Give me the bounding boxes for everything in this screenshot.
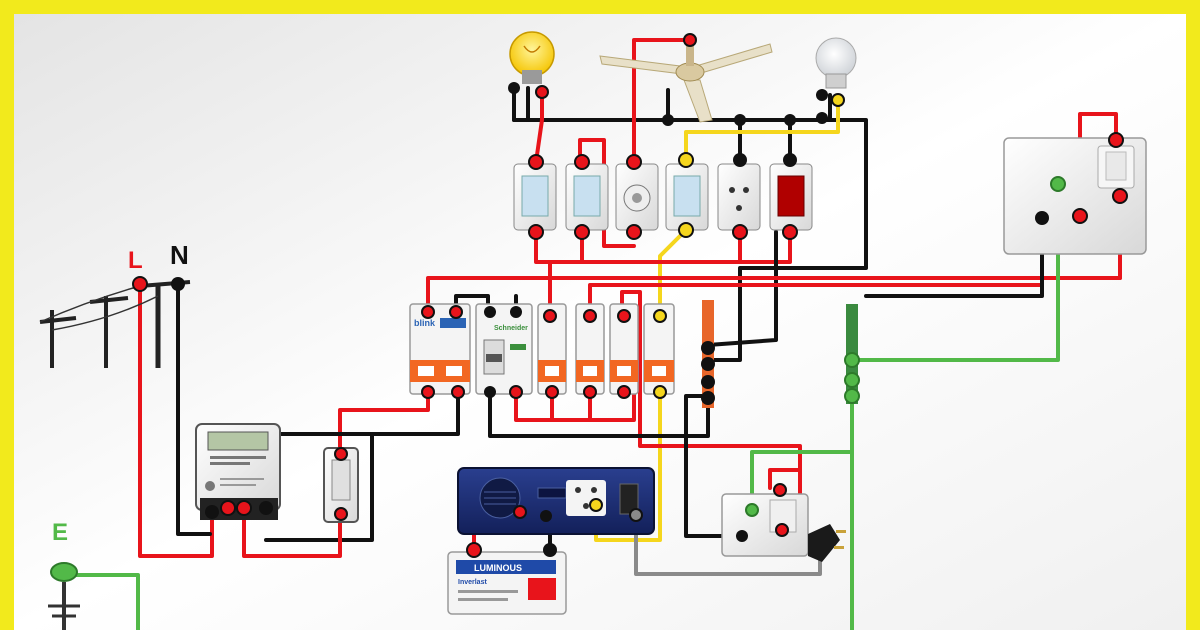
inverter-icon — [457, 467, 655, 535]
neutral-terminal — [171, 277, 185, 291]
led-bulb-icon — [815, 37, 857, 89]
earth-label: E — [52, 519, 68, 546]
battery-model-label: Inverlast — [458, 579, 487, 586]
lower-socket-icon — [721, 493, 809, 557]
earth-electrode-icon — [48, 562, 80, 630]
rccb-brand-label: Schneider — [494, 325, 528, 332]
ceiling-fan-icon — [599, 43, 773, 123]
double-pole-mcb-icon: blink — [409, 303, 471, 395]
energy-meter-icon — [195, 423, 281, 520]
three-pin-plug-icon — [808, 524, 846, 562]
line-terminal — [132, 276, 148, 292]
single-pole-mcb-icon — [537, 303, 675, 395]
rccb-icon: Schneider — [475, 303, 533, 395]
utility-pole-icon — [39, 280, 191, 368]
neutral-wire-top-bus — [512, 118, 868, 362]
mcb-brand-label: blink — [414, 318, 436, 328]
neutral-label: N — [170, 240, 189, 270]
incandescent-bulb-icon — [509, 31, 555, 84]
battery-brand-label: LUMINOUS — [474, 563, 522, 573]
wall-socket-icon — [1003, 137, 1147, 255]
line-label: L — [128, 247, 143, 274]
battery-icon: LUMINOUS Inverlast — [447, 551, 567, 615]
